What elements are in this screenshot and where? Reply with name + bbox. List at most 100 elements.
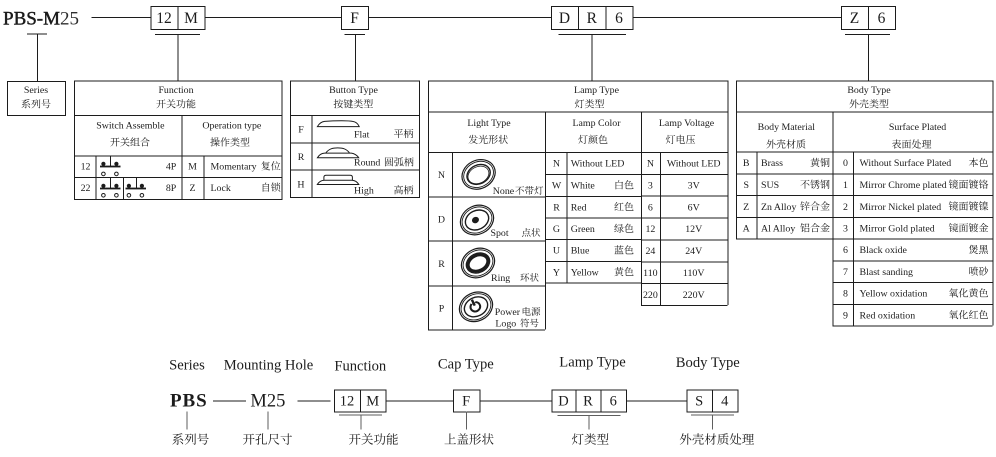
svg-text:Function: Function: [158, 85, 193, 96]
svg-text:G: G: [553, 224, 560, 235]
svg-text:8P: 8P: [166, 183, 177, 194]
svg-text:12: 12: [156, 10, 172, 27]
svg-text:3: 3: [648, 181, 653, 192]
svg-text:R: R: [583, 393, 593, 409]
svg-text:24: 24: [645, 246, 655, 257]
svg-text:Logo: Logo: [495, 319, 516, 330]
svg-text:Round: Round: [354, 158, 380, 169]
svg-text:12V: 12V: [685, 224, 703, 235]
svg-text:P: P: [439, 303, 445, 314]
svg-text:Green: Green: [571, 224, 595, 235]
svg-text:0: 0: [843, 158, 848, 169]
svg-text:Brass: Brass: [761, 158, 783, 169]
svg-text:Body Type: Body Type: [676, 355, 740, 371]
svg-text:PBS-M25: PBS-M25: [3, 9, 79, 30]
svg-text:Power: Power: [495, 307, 521, 318]
svg-text:Surface Plated: Surface Plated: [889, 122, 946, 133]
svg-text:Button Type: Button Type: [329, 85, 378, 96]
svg-text:R: R: [587, 10, 598, 27]
svg-text:Lamp Voltage: Lamp Voltage: [659, 118, 715, 129]
svg-text:12: 12: [340, 393, 355, 409]
svg-text:Lamp Type: Lamp Type: [574, 85, 620, 96]
svg-text:Mounting Hole: Mounting Hole: [224, 358, 314, 374]
svg-text:None: None: [493, 186, 515, 197]
svg-text:Switch Assemble: Switch Assemble: [96, 121, 165, 132]
svg-text:Mirror Nickel plated: Mirror Nickel plated: [860, 202, 942, 213]
svg-text:12: 12: [645, 224, 655, 235]
svg-text:6: 6: [615, 10, 623, 27]
svg-text:S: S: [743, 180, 749, 191]
svg-text:D: D: [438, 214, 445, 225]
svg-text:R: R: [298, 152, 305, 163]
svg-text:Momentary: Momentary: [211, 162, 257, 173]
svg-text:Zn Alloy: Zn Alloy: [761, 202, 796, 213]
svg-text:M: M: [366, 393, 379, 409]
svg-text:Red: Red: [571, 202, 587, 213]
svg-text:2: 2: [843, 202, 848, 213]
svg-text:Mirror Gold plated: Mirror Gold plated: [860, 223, 935, 234]
svg-text:Ring: Ring: [491, 273, 510, 284]
svg-text:6: 6: [878, 10, 886, 27]
svg-text:F: F: [298, 125, 304, 136]
svg-text:22: 22: [81, 183, 91, 194]
svg-text:Operation type: Operation type: [202, 121, 262, 132]
svg-text:Body Material: Body Material: [758, 122, 816, 133]
svg-text:High: High: [354, 186, 374, 197]
svg-text:M25: M25: [250, 392, 285, 412]
svg-text:110: 110: [643, 268, 658, 279]
svg-text:Lamp Color: Lamp Color: [573, 118, 622, 129]
svg-text:S: S: [695, 393, 703, 409]
svg-text:6: 6: [843, 245, 848, 256]
svg-text:Black oxide: Black oxide: [860, 245, 908, 256]
svg-text:4: 4: [721, 393, 729, 409]
svg-text:Series: Series: [24, 85, 48, 96]
svg-text:N: N: [647, 159, 654, 170]
svg-text:Lamp Type: Lamp Type: [559, 355, 625, 371]
svg-text:SUS: SUS: [761, 180, 779, 191]
svg-text:Without Surface Plated: Without Surface Plated: [860, 158, 952, 169]
svg-text:220V: 220V: [683, 290, 706, 301]
svg-text:3V: 3V: [688, 181, 701, 192]
svg-text:24V: 24V: [685, 246, 703, 257]
svg-text:F: F: [350, 10, 359, 27]
svg-text:M: M: [184, 10, 198, 27]
svg-text:Lock: Lock: [211, 183, 231, 194]
svg-text:Mirror Chrome plated: Mirror Chrome plated: [860, 180, 947, 191]
svg-text:12: 12: [81, 162, 91, 173]
svg-text:Without LED: Without LED: [667, 159, 721, 170]
svg-text:220: 220: [643, 290, 658, 301]
svg-text:6: 6: [648, 202, 653, 213]
svg-text:Blast sanding: Blast sanding: [860, 267, 914, 278]
svg-text:Flat: Flat: [354, 129, 370, 140]
svg-text:6V: 6V: [688, 202, 701, 213]
svg-text:Light Type: Light Type: [467, 118, 511, 129]
svg-text:7: 7: [843, 267, 848, 278]
svg-text:110V: 110V: [683, 268, 705, 279]
svg-text:R: R: [553, 202, 560, 213]
svg-text:9: 9: [843, 310, 848, 321]
svg-text:Yellow: Yellow: [571, 267, 600, 278]
svg-text:PBS: PBS: [170, 391, 208, 412]
svg-text:B: B: [743, 158, 750, 169]
svg-text:4P: 4P: [166, 162, 177, 173]
svg-text:W: W: [552, 181, 562, 192]
svg-text:6: 6: [610, 393, 617, 409]
svg-text:3: 3: [843, 223, 848, 234]
svg-text:Y: Y: [553, 267, 560, 278]
svg-text:R: R: [438, 259, 445, 270]
svg-text:Spot: Spot: [491, 228, 509, 239]
svg-text:A: A: [743, 223, 751, 234]
svg-text:Yellow oxidation: Yellow oxidation: [860, 289, 928, 300]
svg-text:8: 8: [843, 289, 848, 300]
svg-text:Blue: Blue: [571, 246, 590, 257]
svg-text:Z: Z: [189, 183, 195, 194]
svg-text:N: N: [438, 170, 445, 181]
svg-text:H: H: [297, 179, 304, 190]
svg-text:U: U: [553, 246, 560, 257]
svg-text:Without LED: Without LED: [571, 159, 625, 170]
svg-text:M: M: [188, 162, 197, 173]
svg-text:Cap Type: Cap Type: [438, 357, 494, 373]
svg-text:1: 1: [843, 180, 848, 191]
svg-text:D: D: [559, 10, 570, 27]
svg-text:White: White: [571, 181, 596, 192]
